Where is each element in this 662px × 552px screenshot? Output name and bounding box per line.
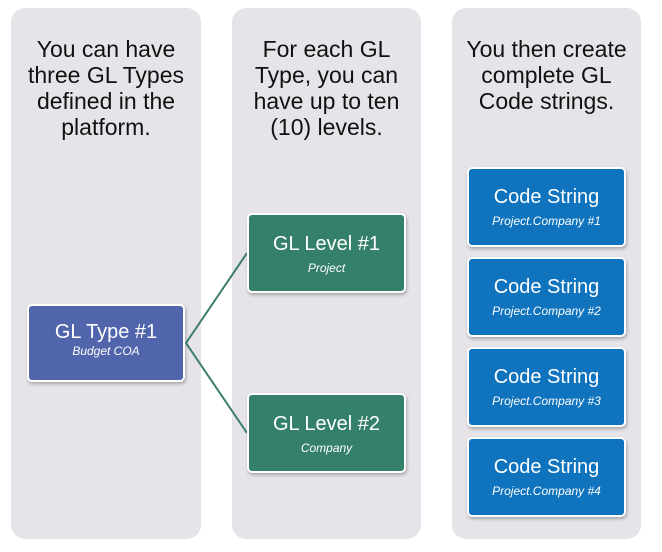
code-string-box: Code String Project.Company #4 <box>467 437 626 517</box>
code-string-subtitle: Project.Company #1 <box>492 214 601 228</box>
gl-level-title: GL Level #1 <box>272 233 381 255</box>
code-string-subtitle: Project.Company #3 <box>492 394 601 408</box>
code-string-title: Code String <box>493 276 600 298</box>
gl-type-box: GL Type #1 Budget COA <box>27 304 185 382</box>
code-string-subtitle: Project.Company #4 <box>492 484 601 498</box>
column-gl-types: You can have three GL Types defined in t… <box>11 8 201 539</box>
code-string-title: Code String <box>493 366 600 388</box>
column-heading-gl-types: You can have three GL Types defined in t… <box>28 36 184 140</box>
connector-type-to-level-2 <box>185 342 248 434</box>
code-string-box: Code String Project.Company #3 <box>467 347 626 427</box>
connector-type-to-level-1 <box>185 252 248 344</box>
gl-type-subtitle: Budget COA <box>72 344 140 358</box>
code-string-box: Code String Project.Company #1 <box>467 167 626 247</box>
gl-level-box: GL Level #2 Company <box>247 393 406 473</box>
gl-level-subtitle: Project <box>307 261 346 275</box>
code-string-subtitle: Project.Company #2 <box>492 304 601 318</box>
column-heading-code-strings: You then create complete GL Code strings… <box>466 36 627 114</box>
code-string-title: Code String <box>493 186 600 208</box>
gl-level-title: GL Level #2 <box>272 413 381 435</box>
code-string-box: Code String Project.Company #2 <box>467 257 626 337</box>
code-string-title: Code String <box>493 456 600 478</box>
gl-level-subtitle: Company <box>300 441 353 455</box>
gl-type-title: GL Type #1 <box>54 321 158 343</box>
column-heading-gl-levels: For each GL Type, you can have up to ten… <box>253 36 400 140</box>
gl-level-box: GL Level #1 Project <box>247 213 406 293</box>
